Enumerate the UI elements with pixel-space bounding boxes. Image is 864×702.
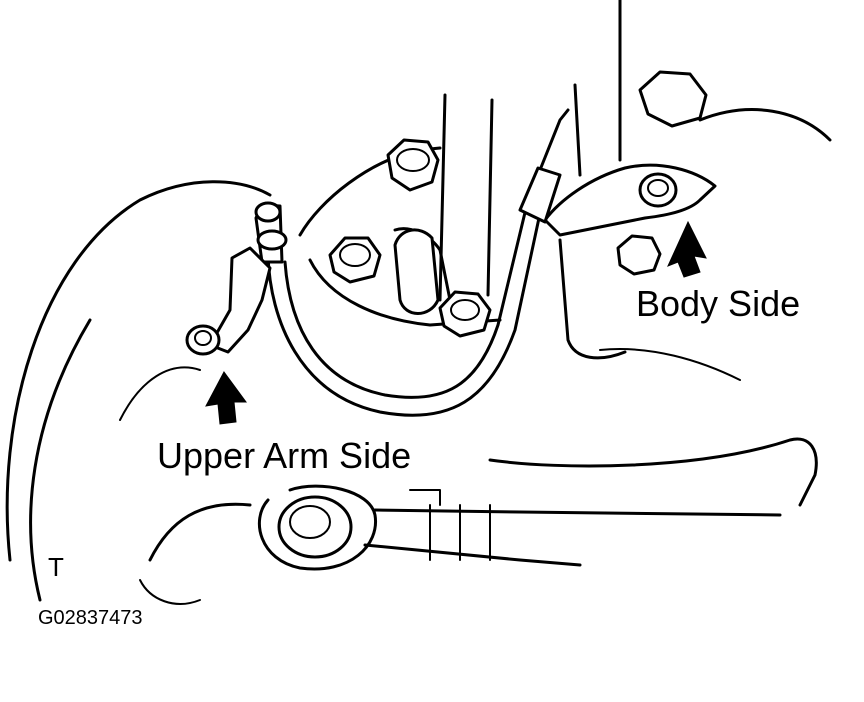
bolt-body-side	[616, 234, 662, 276]
arrow-up-icon	[667, 220, 707, 278]
upper-arm-side-label: Upper Arm Side	[157, 435, 412, 476]
strut-tubes	[438, 0, 622, 302]
bolt-center	[328, 236, 382, 284]
arrow-up-icon	[205, 371, 247, 425]
knuckle-outline	[5, 180, 272, 605]
body-side-bracket	[538, 108, 717, 237]
body-side-label: Body Side	[636, 283, 801, 324]
body-panel	[488, 108, 832, 507]
view-marker: T	[48, 552, 64, 582]
bolt-lower	[438, 290, 492, 338]
brake-hose	[254, 166, 562, 417]
bolt-top-right	[638, 70, 708, 128]
lower-link	[258, 484, 782, 571]
figure-code: G02837473	[38, 607, 143, 629]
bolt-upper	[386, 138, 440, 192]
upper-arm-bracket	[185, 246, 272, 356]
